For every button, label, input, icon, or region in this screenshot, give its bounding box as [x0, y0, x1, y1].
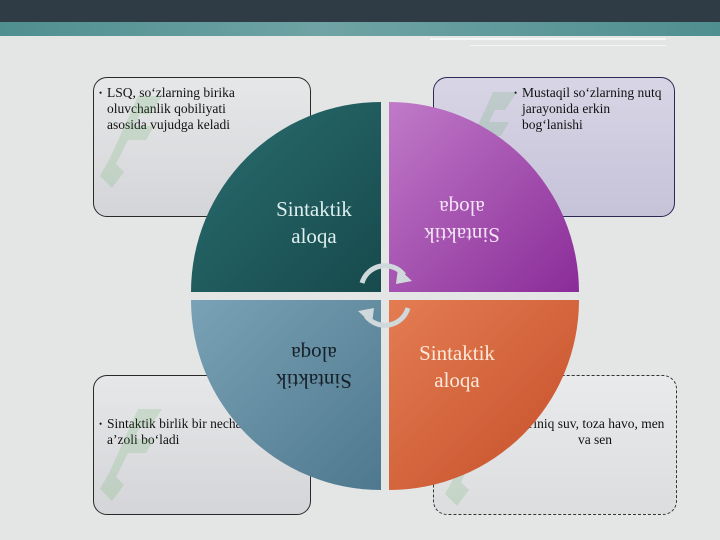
decorative-line	[430, 38, 666, 40]
quadrant-label-top-left: Sintaktik aloqa	[239, 196, 389, 250]
quadrant-label-text: Sintaktik aloqa	[419, 341, 495, 392]
quadrant-label-text: Sintaktik aloqa	[276, 342, 352, 393]
box-text: Tiniq suv, toza havo, men va sen	[525, 416, 665, 447]
top-accent-bar	[0, 22, 720, 36]
bullet: •	[99, 419, 103, 429]
box-text: LSQ, so‘zlarning birika oluvchanlik qobi…	[107, 85, 235, 132]
quadrant-label-bottom-left: Sintaktik aloqa	[239, 340, 389, 394]
box-text-top-left: • LSQ, so‘zlarning birika oluvchanlik qo…	[99, 85, 257, 133]
box-text-bottom-right: Tiniq suv, toza havo, men va sen	[520, 416, 670, 448]
box-text-top-right: • Mustaqil so‘zlarning nutq jarayonida e…	[514, 85, 672, 133]
quadrant-bottom-left	[191, 300, 381, 490]
top-bar	[0, 0, 720, 22]
decorative-line	[470, 45, 666, 46]
quadrant-label-top-right: Sintaktik aloqa	[387, 194, 537, 248]
quadrant-label-text: Sintaktik aloqa	[276, 197, 352, 248]
arrow-head-icon	[358, 308, 374, 324]
bullet: •	[514, 88, 518, 98]
quadrant-label-text: Sintaktik aloqa	[424, 196, 500, 247]
quadrant-bottom-right	[389, 300, 579, 490]
box-text: Sintaktik birlik bir necha a’zoli bo‘lad…	[107, 416, 242, 447]
arrow-head-icon	[396, 268, 412, 284]
box-text-bottom-left: • Sintaktik birlik bir necha a’zoli bo‘l…	[99, 416, 257, 448]
quadrant-label-bottom-right: Sintaktik aloqa	[382, 340, 532, 394]
quadrant-top-left	[191, 102, 381, 292]
box-text: Mustaqil so‘zlarning nutq jarayonida erk…	[522, 85, 662, 132]
bullet: •	[99, 88, 103, 98]
quadrant-top-right	[389, 102, 579, 292]
